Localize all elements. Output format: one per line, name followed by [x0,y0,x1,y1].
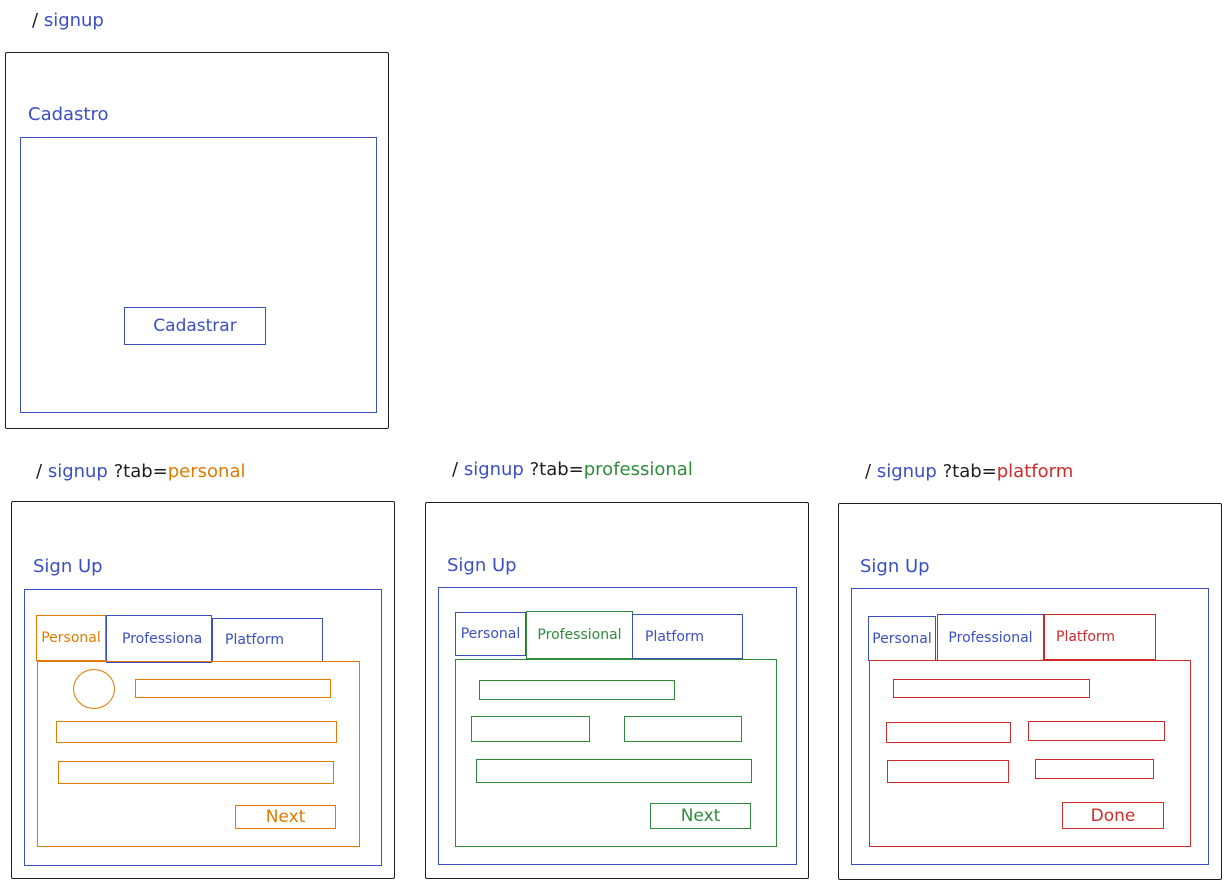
cadastrar-button[interactable]: Cadastrar [124,307,266,345]
professional-field-1[interactable] [479,680,675,700]
signup-form-container [20,137,377,413]
personal-field-2[interactable] [58,761,334,784]
tab-platform[interactable]: Platform [1044,614,1156,660]
professional-tab-panel [455,659,777,847]
route-path: signup [43,10,104,31]
route-path: signup [463,459,524,480]
route-query: ?tab= [529,459,584,480]
professional-frame-title: Sign Up [447,555,517,576]
avatar[interactable] [73,669,115,709]
professional-field-4[interactable] [476,759,752,783]
platform-field-1[interactable] [893,679,1090,698]
professional-field-3[interactable] [624,716,742,742]
tab-platform[interactable]: Platform [632,614,743,659]
next-button[interactable]: Next [235,805,336,829]
route-label-signup: / signup [32,12,104,30]
route-value: platform [996,461,1074,482]
done-button[interactable]: Done [1062,802,1164,829]
personal-tab-panel [37,661,360,847]
route-path: signup [876,461,937,482]
route-slash: / [36,461,43,482]
route-value: personal [167,461,246,482]
name-field[interactable] [135,679,331,698]
route-query: ?tab= [113,461,168,482]
tab-personal[interactable]: Personal [36,615,106,661]
route-value: professional [583,459,693,480]
platform-tab-panel [869,660,1191,847]
professional-form-container [438,587,797,865]
tab-professional[interactable]: Professiona [106,615,212,663]
tab-platform[interactable]: Platform [212,618,323,662]
signup-frame [5,52,389,429]
personal-form-container [24,589,382,866]
route-slash: / [32,10,39,31]
tab-personal[interactable]: Personal [868,616,936,661]
route-slash: / [452,459,459,480]
platform-form-container [851,588,1209,865]
route-label-platform: / signup ?tab=platform [865,463,1073,481]
platform-field-4[interactable] [887,760,1009,783]
route-slash: / [865,461,872,482]
signup-frame-title: Cadastro [28,104,109,125]
route-label-professional: / signup ?tab=professional [452,461,693,479]
personal-frame [11,501,395,879]
personal-frame-title: Sign Up [33,556,103,577]
route-path: signup [47,461,108,482]
tab-professional[interactable]: Professional [937,614,1044,661]
platform-field-5[interactable] [1035,759,1154,779]
platform-frame-title: Sign Up [860,556,930,577]
personal-field-1[interactable] [56,721,337,743]
platform-field-3[interactable] [1028,721,1165,741]
tab-professional[interactable]: Professional [526,611,633,659]
platform-frame [838,503,1222,880]
tab-personal[interactable]: Personal [455,612,526,656]
professional-field-2[interactable] [471,716,590,742]
route-label-personal: / signup ?tab=personal [36,463,245,481]
platform-field-2[interactable] [886,722,1011,743]
professional-frame [425,502,809,879]
next-button[interactable]: Next [650,803,751,829]
route-query: ?tab= [942,461,997,482]
